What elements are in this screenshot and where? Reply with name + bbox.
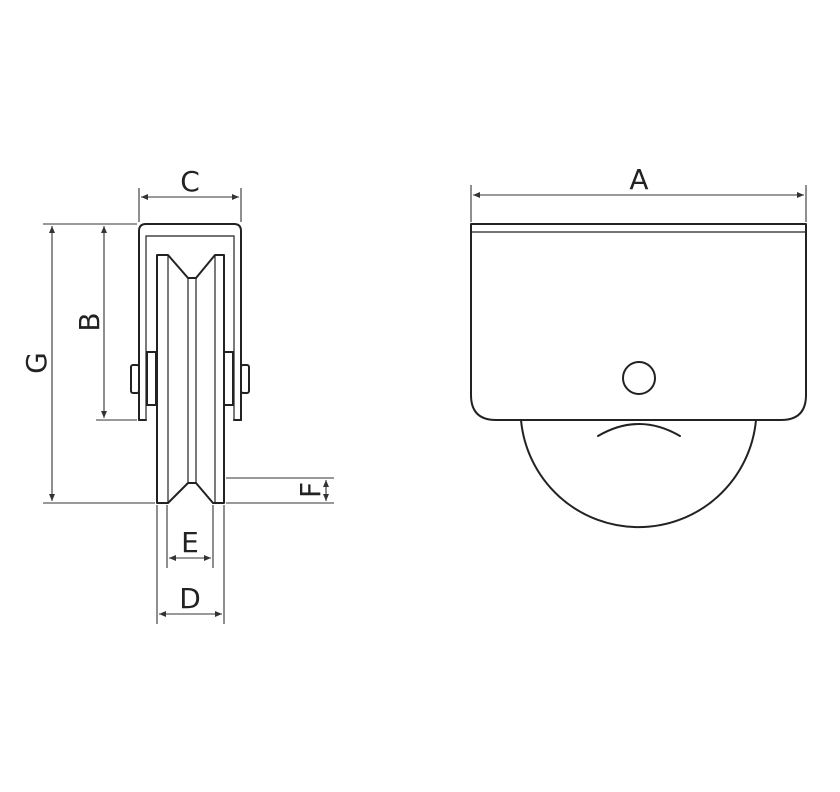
dimension-labels: C A E D G B F [20,163,649,615]
bracket-inner [145,235,235,420]
wheel-outline [156,254,225,504]
wheel-arc [520,419,757,529]
axle-washer-right [223,351,234,406]
axle-washer-left [146,351,157,406]
label-g: G [20,352,53,374]
label-a: A [629,163,648,196]
side-view [130,223,250,504]
axle-nut-left [130,364,140,394]
label-e: E [181,526,199,559]
bracket-outer [138,223,242,421]
label-b: B [73,312,106,331]
housing [470,223,807,421]
axle-hole [622,361,656,395]
label-c: C [180,165,200,198]
label-d: D [179,582,201,615]
axle-nut-right [240,364,250,394]
dimension-lines [43,185,807,624]
label-f: F [294,482,327,498]
front-view [470,223,807,529]
wheel-hub-arc [597,423,681,437]
